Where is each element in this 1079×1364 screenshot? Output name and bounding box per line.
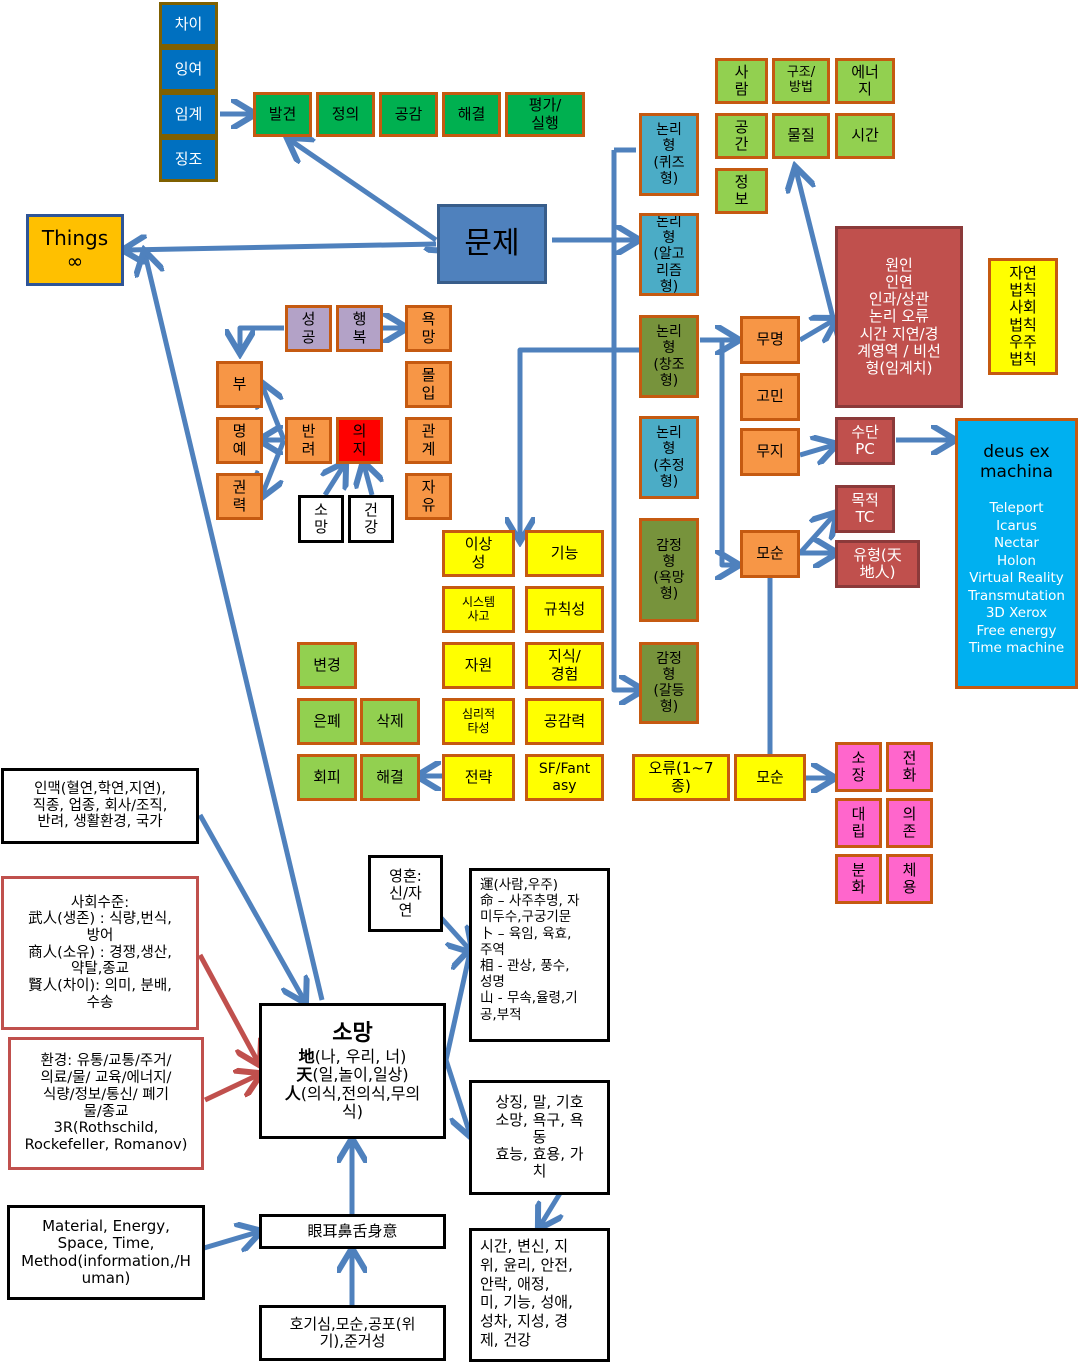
node-cause: 원인 인연 인과/상관 논리 오류 시간 지연/경 계영역 / 비선 형(임계치… bbox=[835, 226, 963, 408]
wish-title: 소망 bbox=[332, 1020, 373, 1046]
earth-char: 地 bbox=[298, 1046, 315, 1066]
node-wealth: 부 bbox=[216, 361, 263, 408]
node-psychological-inertia: 심리적 타성 bbox=[442, 698, 515, 745]
node-space: 공 간 bbox=[715, 113, 768, 159]
node-information: 정 보 bbox=[715, 168, 768, 214]
node-discover: 발견 bbox=[253, 92, 312, 137]
heaven-char: 天 bbox=[296, 1065, 313, 1085]
node-wish-center: 소망 地(나, 우리, 너) 天(일,놀이,일상) 人(의식,전의식,무의 식) bbox=[259, 1003, 446, 1139]
node-transformation: 전 화 bbox=[886, 742, 933, 792]
node-will: 의 지 bbox=[336, 417, 383, 464]
node-contradiction: 모순 bbox=[740, 530, 800, 578]
node-wish-small: 소 망 bbox=[298, 495, 344, 543]
node-empathy-power: 공감력 bbox=[525, 698, 604, 745]
node-immersion: 몰 입 bbox=[405, 361, 452, 408]
node-ignorance: 무지 bbox=[740, 428, 800, 476]
node-emotion-desire: 감정 형 (욕망 형) bbox=[639, 518, 699, 622]
node-opposition: 대 립 bbox=[835, 798, 882, 848]
node-avoid: 회피 bbox=[297, 754, 357, 801]
wish-earth-line: 地(나, 우리, 너) bbox=[298, 1046, 407, 1066]
node-symbols: 상징, 말, 기호 소망, 욕구, 욕 동 효능, 효용, 가 치 bbox=[469, 1080, 610, 1195]
node-curiosity: 호기심,모순,공포(위 기),준거성 bbox=[259, 1305, 446, 1361]
node-logic-creative: 논리 형 (창조 형) bbox=[639, 315, 699, 398]
wish-human-line: 人(의식,전의식,무의 식) bbox=[284, 1083, 421, 1122]
node-anguish: 고민 bbox=[740, 373, 800, 421]
heaven-text: (일,놀이,일상) bbox=[312, 1065, 409, 1085]
node-function: 기능 bbox=[525, 530, 604, 577]
node-resource: 자원 bbox=[442, 642, 515, 689]
node-type-heaven-earth-human: 유형(天 地人) bbox=[835, 540, 920, 588]
node-companion: 반 려 bbox=[285, 417, 332, 464]
node-energy: 에너 지 bbox=[835, 58, 895, 104]
node-logic-inference: 논리 형 (추정 형) bbox=[639, 416, 699, 499]
node-resolve: 해결 bbox=[360, 754, 420, 801]
node-empathy: 공감 bbox=[379, 92, 438, 137]
node-conceal: 은폐 bbox=[297, 698, 357, 745]
node-problem: 문제 bbox=[437, 204, 547, 284]
node-emotion-conflict: 감정 형 (갈등 형) bbox=[639, 642, 699, 724]
node-environment: 환경: 유통/교통/주거/ 의료/물/ 교육/에너지/ 식량/정보/통신/ 폐기… bbox=[8, 1037, 204, 1170]
node-extinction: 소 장 bbox=[835, 742, 882, 792]
node-sf-fantasy: SF/Fant asy bbox=[525, 754, 604, 801]
node-delete: 삭제 bbox=[360, 698, 420, 745]
node-matter: 물질 bbox=[772, 113, 830, 159]
node-soul: 영혼: 신/자 연 bbox=[368, 855, 443, 932]
node-health: 건 강 bbox=[348, 495, 394, 543]
node-freedom: 자 유 bbox=[405, 473, 452, 520]
node-contradiction-2: 모순 bbox=[734, 754, 806, 801]
node-errors: 오류(1~7 종) bbox=[632, 754, 730, 801]
deus-title: deus ex machina bbox=[979, 442, 1053, 482]
human-text: (의식,전의식,무의 식) bbox=[300, 1083, 421, 1122]
node-time: 시간 bbox=[835, 113, 895, 159]
node-laws: 자연 법칙 사회 법칙 우주 법칙 bbox=[988, 258, 1058, 375]
human-char: 人 bbox=[284, 1083, 301, 1103]
node-critical: 임계 bbox=[159, 92, 218, 137]
node-structure-method: 구조/ 방법 bbox=[772, 58, 830, 104]
node-happiness: 행 복 bbox=[336, 305, 383, 352]
node-values: 시간, 변신, 지 위, 윤리, 안전, 안락, 애정, 미, 기능, 성애, … bbox=[469, 1228, 610, 1362]
node-system-thinking: 시스템 사고 bbox=[442, 586, 515, 633]
node-change: 변경 bbox=[297, 642, 357, 689]
deus-items: Teleport Icarus Nectar Holon Virtual Rea… bbox=[968, 500, 1065, 657]
node-evaluate-execute: 평가/ 실행 bbox=[505, 92, 585, 137]
node-social-level: 사회수준: 武人(생존) : 식량,번식, 방어 商人(소유) : 경쟁,생산,… bbox=[1, 876, 199, 1030]
node-solve: 해결 bbox=[442, 92, 501, 137]
node-ideality: 이상 성 bbox=[442, 530, 515, 577]
node-desire: 욕 망 bbox=[405, 305, 452, 352]
earth-text: (나, 우리, 너) bbox=[314, 1046, 407, 1066]
node-purpose-tc: 목적 TC bbox=[835, 485, 895, 533]
node-honor: 명 예 bbox=[216, 417, 263, 464]
node-relationship: 관 계 bbox=[405, 417, 452, 464]
node-surplus: 잉여 bbox=[159, 47, 218, 92]
node-fortune: 運(사람,우주) 命 – 사주추명, 자 미두수,구궁기문 卜 – 육임, 육효… bbox=[469, 868, 610, 1042]
node-senses: 眼耳鼻舌身意 bbox=[259, 1214, 446, 1249]
node-success: 성 공 bbox=[285, 305, 332, 352]
node-sign: 징조 bbox=[159, 137, 218, 182]
node-define: 정의 bbox=[316, 92, 375, 137]
node-connections: 인맥(혈연,학연,지연), 직종, 업종, 회사/조직, 반려, 생활환경, 국… bbox=[1, 768, 199, 844]
node-unnamed: 무명 bbox=[740, 316, 800, 364]
wish-heaven-line: 天(일,놀이,일상) bbox=[296, 1066, 408, 1084]
node-things: Things ∞ bbox=[26, 214, 124, 286]
node-person: 사 람 bbox=[715, 58, 768, 104]
node-knowledge-experience: 지식/ 경험 bbox=[525, 642, 604, 689]
node-difference: 차이 bbox=[159, 2, 218, 47]
node-deus-ex-machina: deus ex machina Teleport Icarus Nectar H… bbox=[955, 418, 1078, 689]
node-logic-algorithm: 논리 형 (알고 리즘 형) bbox=[639, 213, 699, 296]
node-power: 권 력 bbox=[216, 473, 263, 520]
node-regularity: 규칙성 bbox=[525, 586, 604, 633]
node-dependence: 의 존 bbox=[886, 798, 933, 848]
node-material-energy: Material, Energy, Space, Time, Method(in… bbox=[7, 1205, 205, 1300]
node-substance-function: 체 용 bbox=[886, 854, 933, 904]
node-means-pc: 수단 PC bbox=[835, 417, 895, 465]
node-logic-quiz: 논리 형 (퀴즈 형) bbox=[639, 113, 699, 196]
node-strategy: 전략 bbox=[442, 754, 515, 801]
node-differentiation: 분 화 bbox=[835, 854, 882, 904]
